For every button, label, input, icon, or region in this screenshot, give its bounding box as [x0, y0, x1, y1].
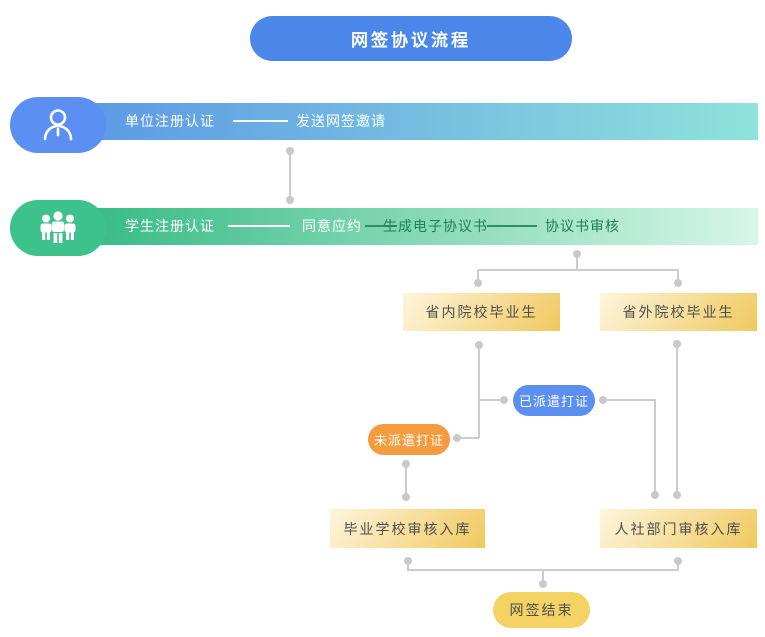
connector-line	[676, 348, 678, 492]
step-generate-agreement: 生成电子协议书	[383, 218, 488, 234]
connector-line	[677, 563, 679, 570]
lane-student-icon-block	[10, 200, 106, 256]
connector-dot	[286, 147, 294, 155]
connector-dot	[500, 396, 508, 404]
connector-line	[478, 349, 480, 438]
node-province-outside: 省外院校毕业生	[600, 293, 757, 331]
connector-line	[461, 437, 479, 439]
connector-dash	[487, 225, 537, 227]
node-school-review: 毕业学校审核入库	[330, 509, 485, 548]
lane-unit-icon-block	[10, 97, 106, 153]
page-title: 网签协议流程	[250, 16, 572, 61]
connector-dash	[233, 120, 288, 122]
step-review-agreement: 协议书审核	[545, 218, 620, 234]
connector-dot	[651, 491, 659, 499]
connector-dash	[365, 225, 397, 227]
connector-dot	[453, 434, 461, 442]
user-icon	[38, 105, 78, 145]
lane-student-bar	[95, 208, 758, 245]
step-agree: 同意应约	[302, 218, 362, 234]
connector-dash	[228, 225, 290, 227]
connector-line	[405, 468, 407, 494]
connector-line	[677, 271, 679, 280]
connector-line	[289, 153, 291, 198]
connector-line	[542, 571, 544, 581]
connector-dot	[474, 279, 482, 287]
connector-line	[607, 399, 656, 401]
users-icon	[36, 211, 80, 245]
connector-dot	[599, 396, 607, 404]
node-hr-review: 人社部门审核入库	[600, 509, 757, 548]
connector-dot	[286, 196, 294, 204]
step-send-invite: 发送网签邀请	[296, 113, 386, 129]
node-not-dispatched: 未派遣打证	[368, 424, 450, 455]
node-end: 网签结束	[493, 592, 590, 628]
connector-dot	[404, 557, 412, 565]
connector-line	[479, 399, 500, 401]
connector-dot	[402, 460, 410, 468]
connector-dot	[475, 341, 483, 349]
connector-line	[477, 269, 679, 271]
connector-dot	[402, 493, 410, 501]
connector-line	[576, 257, 578, 270]
connector-dot	[673, 491, 681, 499]
step-unit-register: 单位注册认证	[125, 113, 215, 129]
connector-dot	[673, 340, 681, 348]
connector-line	[477, 271, 479, 280]
connector-dot	[674, 279, 682, 287]
lane-unit-bar	[95, 103, 758, 140]
connector-line	[654, 399, 656, 492]
connector-dot	[539, 580, 547, 588]
step-student-register: 学生注册认证	[125, 218, 215, 234]
node-dispatched: 已派遣打证	[513, 385, 595, 416]
node-province-inside: 省内院校毕业生	[403, 293, 560, 331]
connector-dot	[573, 250, 581, 258]
connector-line	[407, 563, 409, 570]
connector-line	[407, 569, 679, 571]
connector-dot	[674, 557, 682, 565]
